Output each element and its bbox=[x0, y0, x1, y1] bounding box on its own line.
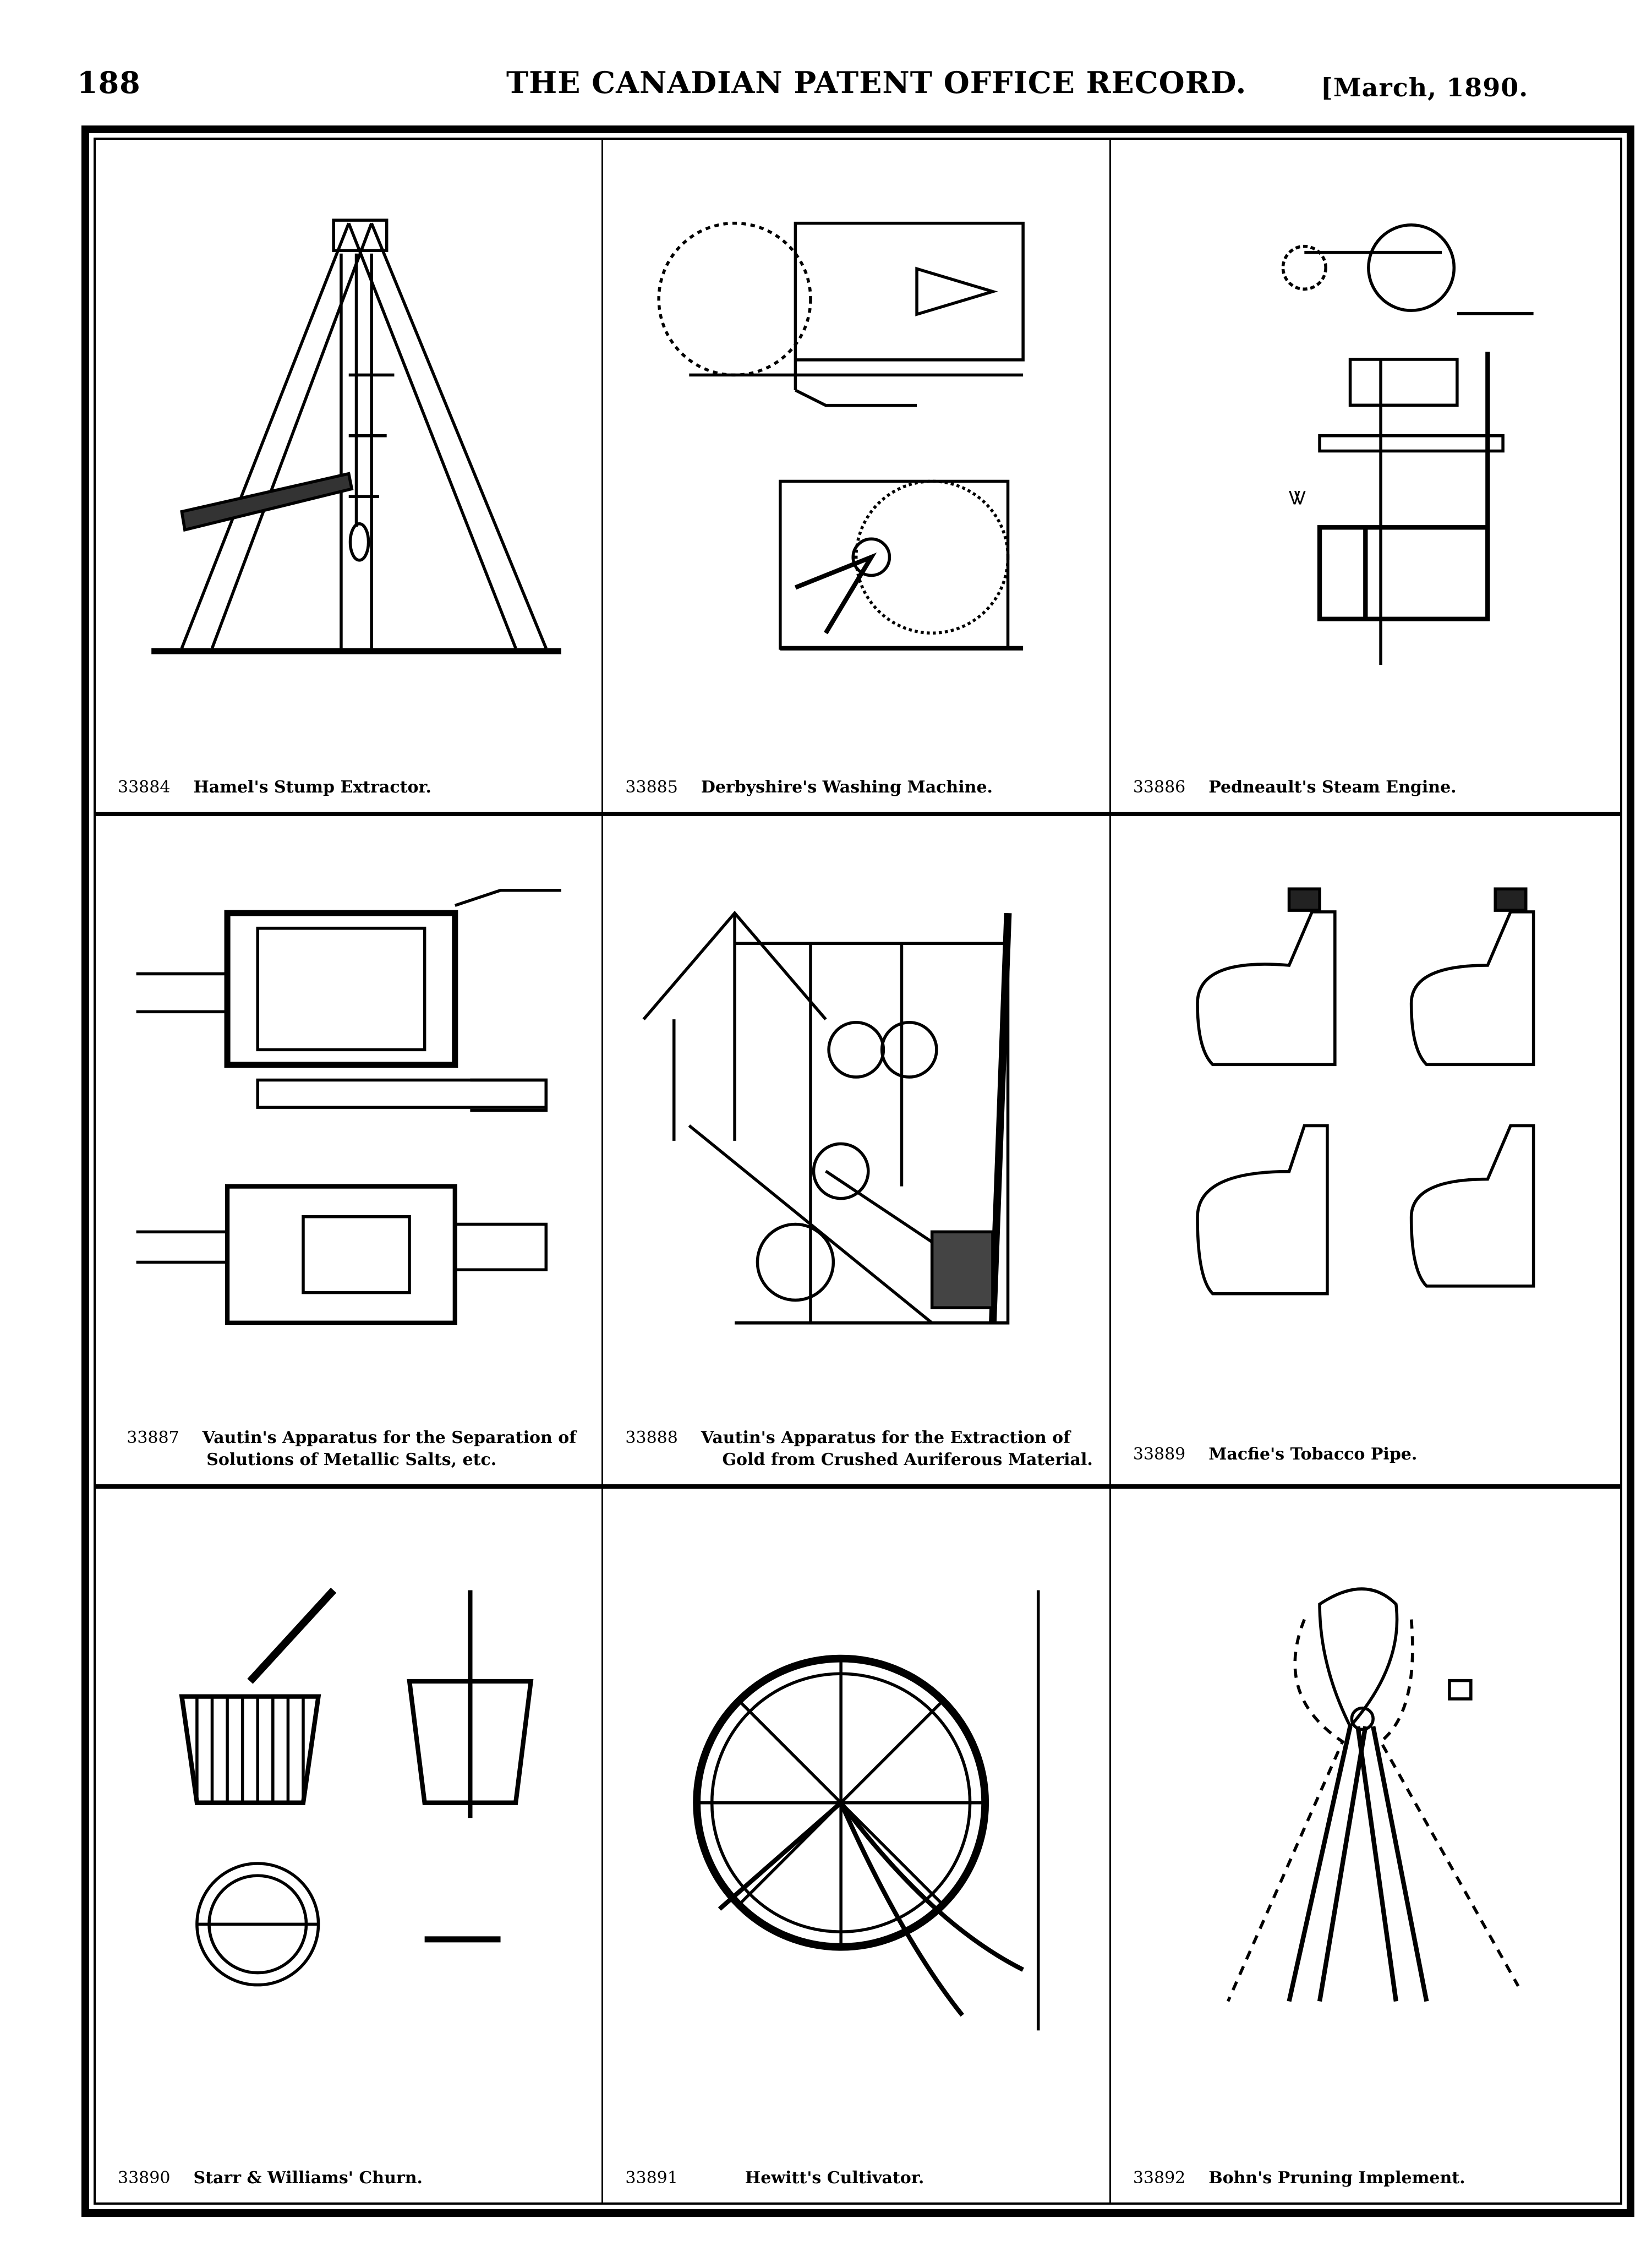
patent-title: Derbyshire's Washing Machine. bbox=[701, 778, 993, 797]
patent-title: Vautin's Apparatus for the Separation of bbox=[202, 1428, 577, 1448]
pruning-implement-drawing bbox=[1227, 1587, 1520, 2002]
steam-engine-drawing: Ꮤ bbox=[1281, 223, 1534, 665]
patent-cell-33887: 33887 Vautin's Apparatus for the Separati… bbox=[96, 816, 604, 1489]
patent-number: 33886 bbox=[1133, 778, 1186, 797]
washing-machine-drawing bbox=[657, 221, 1025, 651]
patent-title: Vautin's Apparatus for the Extraction of bbox=[701, 1428, 1071, 1448]
separation-apparatus-drawing bbox=[136, 888, 561, 1325]
cultivator-drawing bbox=[693, 1590, 1040, 2031]
svg-text:Ꮤ: Ꮤ bbox=[1289, 487, 1307, 509]
patent-cell-33886: Ꮤ 33886 Pedneault's Steam Engine. bbox=[1111, 140, 1620, 817]
patent-title: Bohn's Pruning Implement. bbox=[1208, 2168, 1465, 2188]
patent-title-cont: Solutions of Metallic Salts, etc. bbox=[206, 1450, 497, 1470]
patent-number: 33891 bbox=[625, 2168, 678, 2188]
patent-cell-33885: 33885 Derbyshire's Washing Machine. bbox=[603, 140, 1111, 817]
patent-cell-33892: 33892 Bohn's Pruning Implement. bbox=[1111, 1489, 1620, 2202]
plates-frame: 33884 Hamel's Stump Extractor. 33885 Derby… bbox=[81, 125, 1634, 2217]
issue-date: [March, 1890. bbox=[1321, 73, 1529, 102]
gold-extraction-drawing bbox=[642, 910, 1012, 1325]
patent-title: Hewitt's Cultivator. bbox=[745, 2168, 925, 2188]
patent-number: 33888 bbox=[625, 1428, 678, 1448]
patent-cell-33891: 33891 Hewitt's Cultivator. bbox=[603, 1489, 1111, 2202]
patent-number: 33890 bbox=[118, 2168, 171, 2188]
patent-cell-33889: 33889 Macfie's Tobacco Pipe. bbox=[1111, 816, 1620, 1489]
patent-number: 33887 bbox=[127, 1428, 179, 1448]
stump-extractor-drawing bbox=[151, 218, 561, 654]
patent-number: 33892 bbox=[1133, 2168, 1186, 2188]
page-number: 188 bbox=[77, 65, 141, 100]
patent-number: 33884 bbox=[118, 778, 171, 797]
churn-drawing bbox=[179, 1587, 534, 1987]
patent-number: 33885 bbox=[625, 778, 678, 797]
patent-cell-33884: 33884 Hamel's Stump Extractor. bbox=[96, 140, 604, 817]
patent-title: Starr & Williams' Churn. bbox=[193, 2168, 423, 2188]
patent-cell-33890: 33890 Starr & Williams' Churn. bbox=[96, 1489, 604, 2202]
page-title: THE CANADIAN PATENT OFFICE RECORD. bbox=[506, 65, 1247, 100]
patent-title: Pedneault's Steam Engine. bbox=[1208, 778, 1457, 797]
tobacco-pipe-drawing bbox=[1196, 887, 1535, 1296]
patent-title: Macfie's Tobacco Pipe. bbox=[1208, 1445, 1418, 1464]
patent-cell-33888: 33888 Vautin's Apparatus for the Extracti… bbox=[603, 816, 1111, 1489]
patent-title: Hamel's Stump Extractor. bbox=[193, 778, 431, 797]
patent-title-cont: Gold from Crushed Auriferous Material. bbox=[722, 1450, 1093, 1470]
patent-number: 33889 bbox=[1133, 1445, 1186, 1464]
